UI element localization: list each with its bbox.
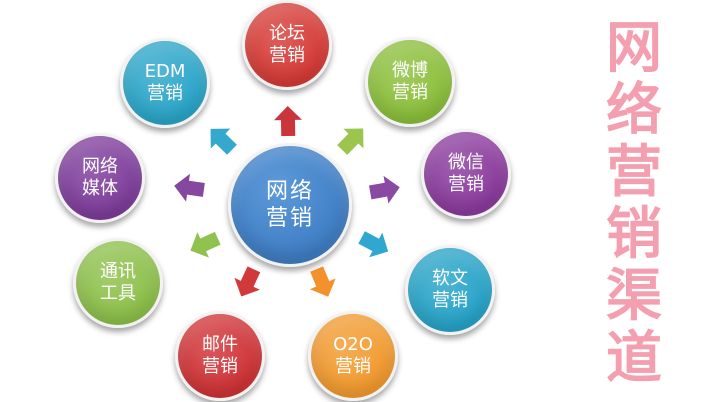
node-edm: EDM 营销 <box>120 38 210 128</box>
arrow-tools <box>190 231 221 258</box>
node-tools: 通讯 工具 <box>73 238 163 328</box>
node-article: 软文 营销 <box>405 245 495 335</box>
node-forum: 论坛 营销 <box>242 0 332 90</box>
center-node: 网络 营销 <box>228 143 352 267</box>
arrow-weibo <box>337 128 364 155</box>
node-o2o-label: O2O 营销 <box>333 333 373 378</box>
node-forum-label: 论坛 营销 <box>269 22 305 67</box>
node-edm-label: EDM 营销 <box>144 60 186 105</box>
arrow-o2o <box>309 266 336 297</box>
node-o2o: O2O 营销 <box>308 311 398 401</box>
arrow-forum <box>273 106 302 137</box>
title-char: 网 <box>606 16 662 81</box>
node-media: 网络 媒体 <box>55 133 145 223</box>
node-media-label: 网络 媒体 <box>82 155 118 200</box>
center-node-label: 网络 营销 <box>265 178 314 232</box>
title-char: 销 <box>606 202 662 267</box>
node-email-label: 邮件 营销 <box>202 333 238 378</box>
node-weixin-label: 微信 营销 <box>448 151 484 196</box>
title-char: 道 <box>606 326 662 391</box>
arrow-weixin <box>368 175 400 204</box>
title-char: 营 <box>606 140 662 205</box>
vertical-title: 网 络 营 销 渠 道 <box>595 18 673 390</box>
node-article-label: 软文 营销 <box>432 267 468 312</box>
title-char: 络 <box>606 78 662 143</box>
node-tools-label: 通讯 工具 <box>100 260 136 305</box>
arrow-article <box>358 231 389 258</box>
arrow-edm <box>210 128 237 155</box>
node-weibo-label: 微博 营销 <box>392 59 428 104</box>
arrow-email <box>234 266 261 297</box>
node-email: 邮件 营销 <box>175 311 265 401</box>
title-char: 渠 <box>606 264 662 329</box>
node-weibo: 微博 营销 <box>365 37 455 127</box>
arrow-media <box>174 173 205 202</box>
node-weixin: 微信 营销 <box>421 129 511 219</box>
